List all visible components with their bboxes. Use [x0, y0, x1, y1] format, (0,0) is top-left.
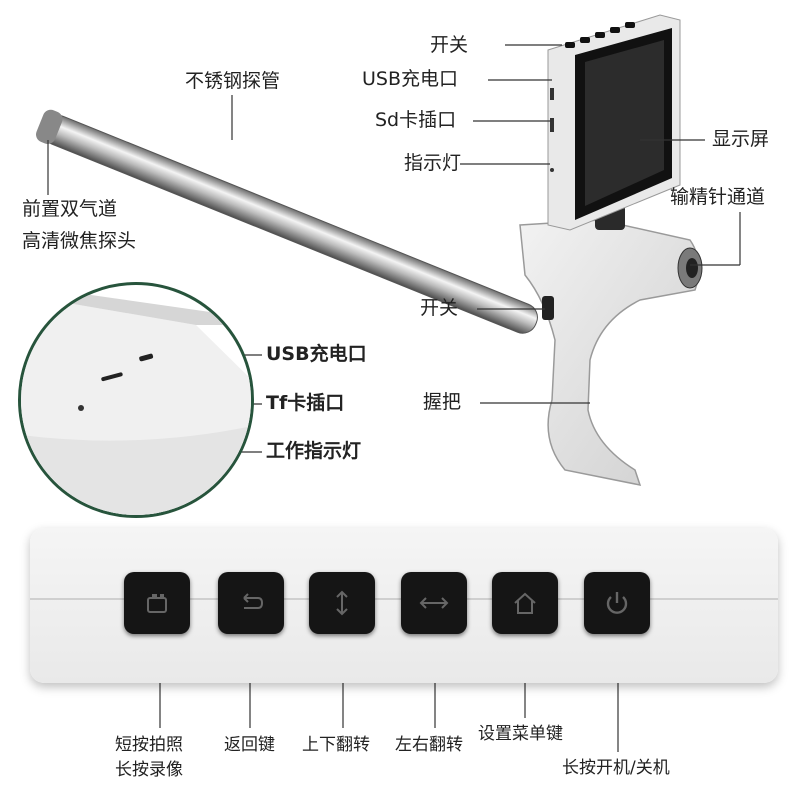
return-button[interactable] — [218, 572, 284, 634]
caption-camera-line1: 短按拍照 — [115, 735, 183, 755]
power-icon — [606, 592, 628, 614]
label-grip: 握把 — [423, 391, 462, 413]
label-trigger-switch: 开关 — [420, 297, 459, 319]
caption-menu: 设置菜单键 — [478, 724, 563, 744]
home-icon — [514, 592, 536, 614]
horizontal-flip-button[interactable] — [401, 572, 467, 634]
label-probe-head-2: 高清微焦探头 — [22, 230, 137, 252]
gun-body — [519, 219, 700, 486]
label-probe-tube: 不锈钢探管 — [185, 70, 281, 92]
vertical-flip-button[interactable] — [309, 572, 375, 634]
probe-tube — [36, 109, 538, 334]
caption-camera-line2: 长按录像 — [115, 759, 183, 780]
label-display: 显示屏 — [712, 128, 770, 150]
label-inset-tf: Tf卡插口 — [266, 392, 345, 414]
caption-return: 返回键 — [224, 735, 275, 755]
camera-icon — [147, 594, 167, 613]
label-inset-usb: USB充电口 — [266, 343, 367, 365]
camera-button[interactable] — [124, 572, 190, 634]
return-icon — [243, 593, 264, 609]
inset-closeup — [18, 282, 254, 518]
caption-vertical-flip: 上下翻转 — [302, 735, 370, 755]
label-semen-channel: 输精针通道 — [670, 186, 766, 208]
label-indicator: 指示灯 — [404, 152, 462, 174]
caption-power: 长按开机/关机 — [562, 758, 670, 778]
caption-horizontal-flip: 左右翻转 — [395, 735, 463, 755]
button-panel — [30, 528, 778, 683]
label-probe-head-1: 前置双气道 — [22, 198, 118, 220]
label-power-top: 开关 — [430, 34, 469, 56]
caption-camera: 短按拍照 长按录像 — [115, 733, 183, 782]
label-usb-charge: USB充电口 — [362, 68, 459, 90]
power-button[interactable] — [584, 572, 650, 634]
menu-button[interactable] — [492, 572, 558, 634]
label-sd-slot: Sd卡插口 — [375, 109, 457, 131]
vertical-flip-icon — [336, 590, 348, 616]
label-inset-indicator: 工作指示灯 — [266, 440, 362, 462]
horizontal-flip-icon — [419, 597, 449, 609]
